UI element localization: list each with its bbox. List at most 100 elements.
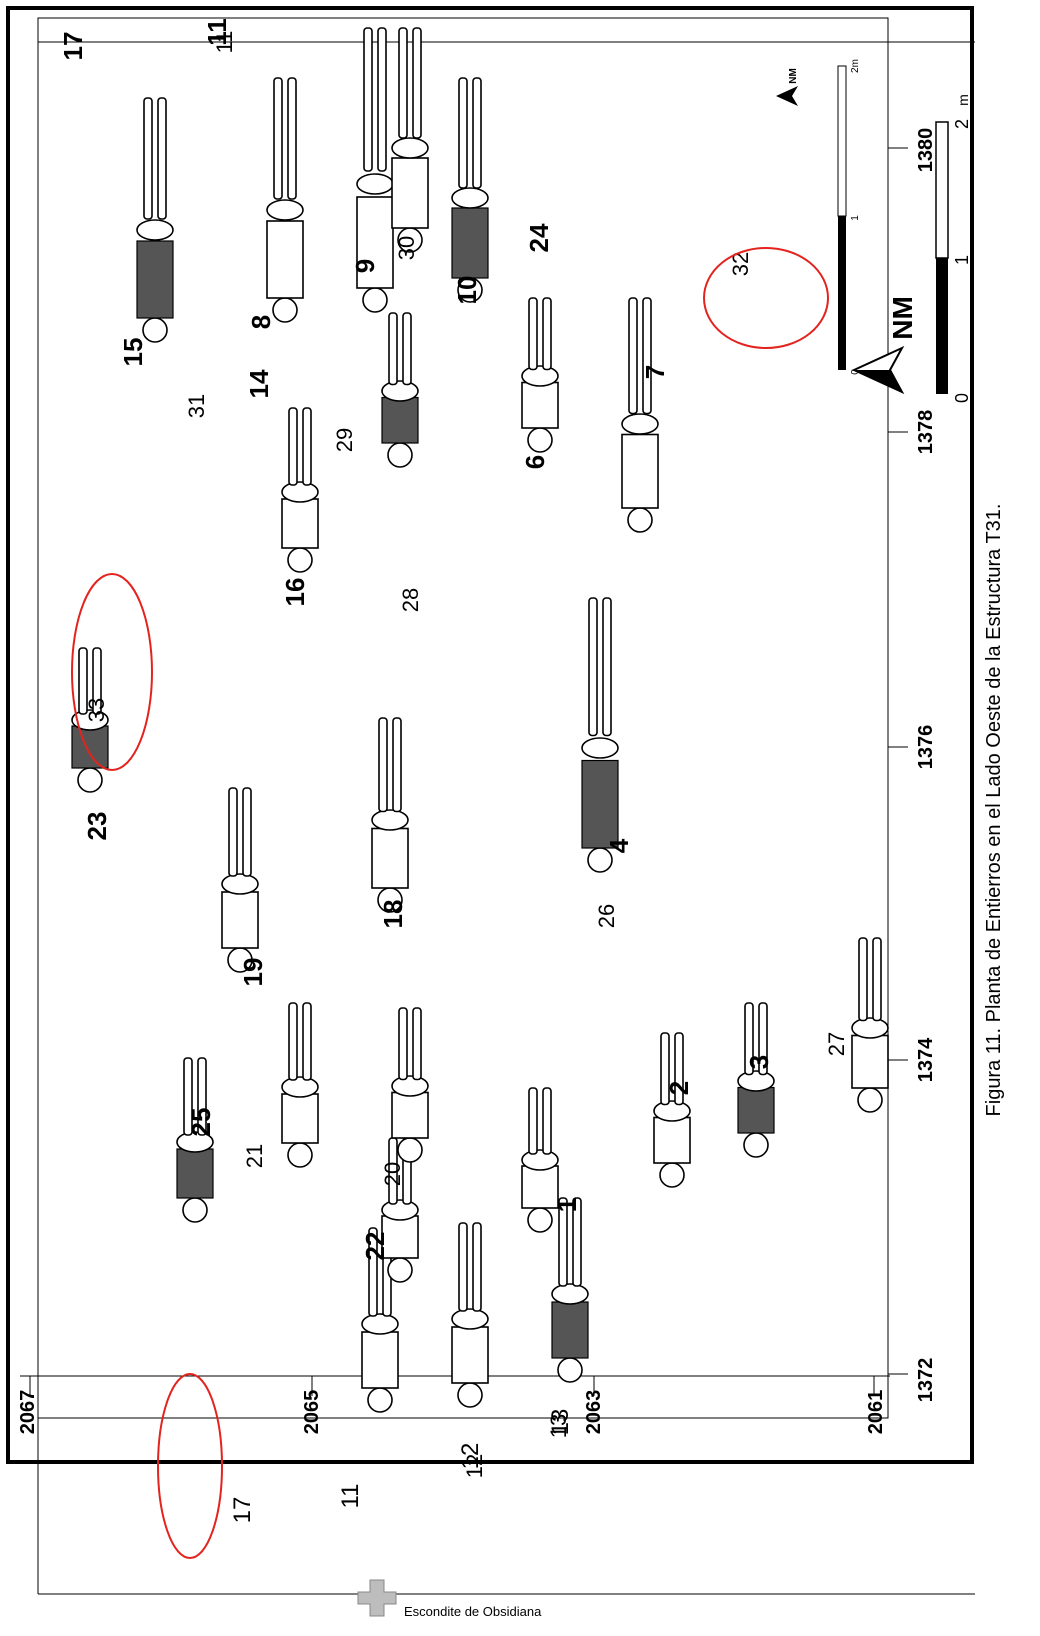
skull-shape bbox=[743, 1132, 769, 1158]
leg-bone-shape bbox=[392, 717, 402, 813]
pelvis-shape bbox=[266, 199, 304, 221]
skull-shape bbox=[457, 1382, 483, 1408]
torso-shape bbox=[381, 396, 419, 444]
leg-bone-shape bbox=[660, 1032, 670, 1106]
torso-shape bbox=[621, 433, 659, 509]
pelvis-shape bbox=[136, 219, 174, 241]
pelvis-shape bbox=[581, 737, 619, 759]
x-label: 1380 bbox=[915, 128, 937, 173]
pelvis-shape bbox=[521, 365, 559, 387]
pelvis-shape bbox=[361, 1313, 399, 1335]
pelvis-shape bbox=[521, 1149, 559, 1171]
scale-label: 2m bbox=[850, 59, 861, 73]
y-label: 2065 bbox=[301, 1390, 323, 1435]
torso-shape bbox=[521, 381, 559, 429]
leg-bone-shape bbox=[872, 937, 882, 1022]
x-label: 1376 bbox=[915, 725, 937, 770]
torso-shape bbox=[581, 759, 619, 849]
leg-bone-shape bbox=[302, 407, 312, 486]
x-label: 1378 bbox=[915, 410, 937, 455]
burial-label-4: 4 bbox=[604, 838, 634, 853]
leg-bone-shape bbox=[287, 77, 297, 200]
plus-shape-icon bbox=[357, 1579, 397, 1617]
pelvis-shape bbox=[851, 1017, 889, 1039]
outside-label-17: 17 bbox=[229, 1497, 256, 1524]
leg-bone-shape bbox=[273, 77, 283, 200]
torso-shape bbox=[381, 1215, 419, 1259]
skull-shape bbox=[287, 547, 313, 573]
leg-bone-shape bbox=[642, 297, 652, 415]
leg-bone-shape bbox=[92, 647, 102, 715]
torso-shape bbox=[391, 1091, 429, 1139]
skeleton-sketch bbox=[176, 1057, 214, 1223]
burial-label-10: 10 bbox=[452, 276, 482, 305]
skull-shape bbox=[287, 1142, 313, 1168]
x-axis-labels: 1372 1374 1376 1378 1380 bbox=[915, 128, 937, 1403]
torso-shape bbox=[737, 1086, 775, 1134]
skull-shape bbox=[397, 1137, 423, 1163]
leg-bone-shape bbox=[472, 1222, 482, 1312]
burial-label-19: 19 bbox=[238, 958, 268, 987]
skull-shape bbox=[387, 1257, 413, 1283]
leg-bone-shape bbox=[288, 407, 298, 486]
leg-bone-shape bbox=[377, 27, 387, 172]
leg-bone-shape bbox=[528, 297, 538, 371]
scale-label: 0 bbox=[850, 369, 861, 375]
north-label: NM bbox=[887, 296, 918, 340]
burial-label-11: 11 bbox=[212, 31, 237, 54]
pelvis-shape bbox=[451, 187, 489, 209]
skull-shape bbox=[387, 442, 413, 468]
burial-label-29: 29 bbox=[332, 428, 357, 452]
skeleton-sketch bbox=[391, 1007, 429, 1163]
corner-label-17: 17 bbox=[58, 32, 88, 61]
pelvis-shape bbox=[281, 481, 319, 503]
skeleton-sketch bbox=[621, 297, 659, 533]
torso-shape bbox=[71, 725, 109, 769]
pelvis-shape bbox=[391, 137, 429, 159]
outer-scale-bar: 0 1 2 m bbox=[935, 94, 972, 403]
burial-label-26: 26 bbox=[594, 904, 619, 928]
torso-shape bbox=[451, 1326, 489, 1384]
burial-label-27: 27 bbox=[824, 1032, 849, 1056]
scale-label: 2 bbox=[952, 119, 972, 129]
north-arrow-small-icon bbox=[776, 86, 798, 106]
leg-bone-shape bbox=[228, 787, 238, 877]
outside-label-11: 11 bbox=[337, 1484, 364, 1509]
corner-label-11: 11 bbox=[202, 18, 232, 46]
x-label: 1372 bbox=[915, 1358, 937, 1403]
burial-label-1: 1 bbox=[552, 1198, 582, 1212]
skeleton-sketch bbox=[551, 1197, 589, 1383]
leg-bone-shape bbox=[378, 717, 388, 813]
leg-bone-shape bbox=[558, 1197, 568, 1287]
leg-bone-shape bbox=[542, 297, 552, 371]
burial-label-33: 33 bbox=[84, 698, 109, 722]
leg-bone-shape bbox=[472, 77, 482, 189]
leg-bone-shape bbox=[458, 77, 468, 189]
burial-label-21: 21 bbox=[242, 1144, 267, 1168]
leg-bone-shape bbox=[572, 1197, 582, 1287]
highlight-ellipse-33 bbox=[71, 573, 153, 771]
y-label: 2061 bbox=[865, 1390, 887, 1435]
burial-label-14: 14 bbox=[244, 369, 274, 398]
skull-shape bbox=[527, 1207, 553, 1233]
pelvis-shape bbox=[356, 173, 394, 195]
skull-shape bbox=[527, 427, 553, 453]
y-label: 2063 bbox=[583, 1390, 605, 1435]
leg-bone-shape bbox=[602, 597, 612, 737]
skull-shape bbox=[367, 1387, 393, 1413]
axis-ticks bbox=[29, 147, 908, 1396]
torso-shape bbox=[221, 891, 259, 949]
burial-label-16: 16 bbox=[280, 578, 310, 607]
pelvis-shape bbox=[621, 413, 659, 435]
leg-bone-shape bbox=[528, 1087, 538, 1155]
skeleton-sketch bbox=[71, 647, 109, 793]
leg-bone-shape bbox=[157, 97, 167, 220]
torso-shape bbox=[451, 207, 489, 279]
skeleton-sketch bbox=[266, 77, 304, 323]
pelvis-shape bbox=[551, 1283, 589, 1305]
leg-bone-shape bbox=[242, 787, 252, 877]
skeleton-sketch bbox=[371, 717, 409, 913]
torso-shape bbox=[266, 220, 304, 299]
skeleton-sketch bbox=[281, 1002, 319, 1168]
burial-label-15: 15 bbox=[118, 338, 148, 367]
